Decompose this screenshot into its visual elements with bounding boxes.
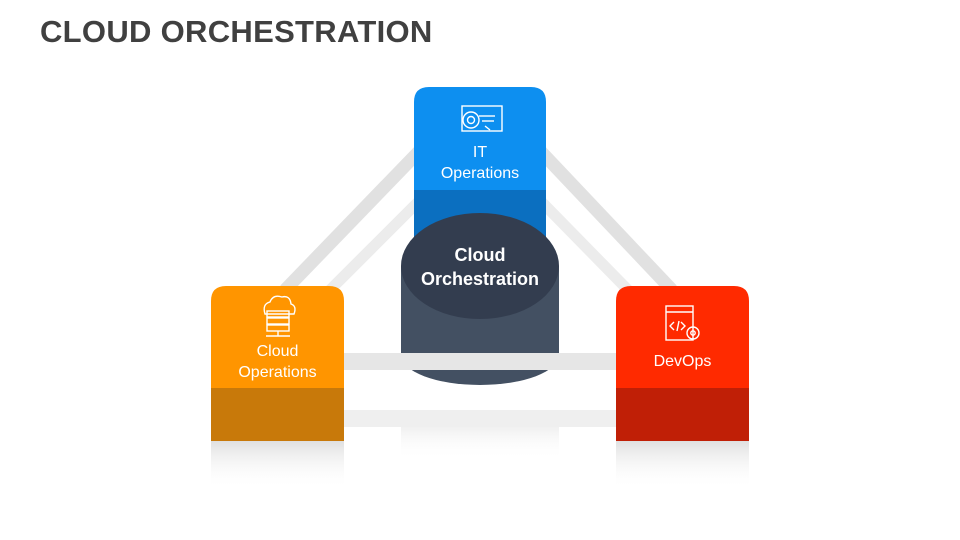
gear-monitor-icon <box>461 105 503 132</box>
connector-bottom <box>340 353 622 427</box>
devops-label: DevOps <box>653 353 712 370</box>
page-title: CLOUD ORCHESTRATION <box>40 14 433 49</box>
node-devops <box>616 286 749 489</box>
code-gear-icon <box>665 305 700 341</box>
connector-left <box>280 135 435 295</box>
it-operations-label: IT Operations <box>440 144 520 182</box>
cloud-orchestration-label: Cloud Orchestration <box>420 245 540 289</box>
connector-right <box>525 135 677 295</box>
cloud-server-icon <box>263 295 296 337</box>
node-cloud-operations <box>211 286 344 489</box>
cloud-operations-label: Cloud Operations <box>238 343 317 381</box>
